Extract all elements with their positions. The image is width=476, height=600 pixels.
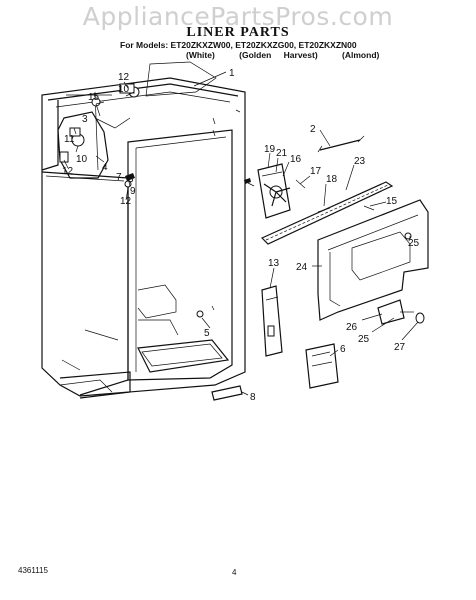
callout-3-left: 3: [82, 114, 88, 125]
color-white: (White): [186, 50, 215, 60]
liner-cabinet: [41, 77, 246, 399]
callout-19: 19: [264, 144, 276, 155]
color-almond: (Almond): [342, 50, 380, 60]
callout-21: 21: [276, 148, 288, 159]
callout-6: 6: [340, 344, 346, 355]
color-golden-harvest: (Golden Harvest): [239, 50, 318, 60]
callout-16: 16: [290, 154, 302, 165]
callout-10-top: 10: [118, 84, 130, 95]
callout-15-top: 15: [88, 92, 100, 103]
callout-18: 18: [326, 174, 338, 185]
callout-12-lower: 12: [120, 196, 132, 207]
callout-25-bottom: 25: [358, 334, 370, 345]
callout-4: 4: [102, 162, 108, 173]
callout-5: 5: [204, 328, 210, 339]
document-number: 4361115: [18, 566, 48, 575]
callout-labels: 1 2 3 3 4 5 6 7 8 9 10 10 11 12 12 12 13…: [62, 68, 420, 403]
callout-12-left: 12: [62, 166, 74, 177]
callout-27: 27: [394, 342, 406, 353]
callout-1: 1: [229, 68, 235, 79]
leader-lines: [63, 71, 419, 396]
callout-10-left: 10: [76, 154, 88, 165]
page-number: 4: [232, 568, 237, 577]
callout-3-lower: 3: [128, 174, 134, 185]
site-watermark: AppliancePartsPros.com: [82, 2, 394, 31]
callout-13: 13: [268, 258, 280, 269]
callout-12-top: 12: [118, 72, 130, 83]
callout-17: 17: [310, 166, 322, 177]
callout-9: 9: [130, 186, 136, 197]
right-parts: [196, 135, 429, 401]
control-cluster: [57, 61, 217, 188]
callout-2: 2: [310, 124, 316, 135]
callout-26: 26: [346, 322, 358, 333]
callout-25-right: 25: [408, 238, 420, 249]
callout-24: 24: [296, 262, 308, 273]
callout-7: 7: [116, 172, 122, 183]
color-legend: (White) (Golden Harvest) (Almond): [186, 50, 391, 60]
callout-15-right: 15: [386, 196, 398, 207]
diagram-title: LINER PARTS: [186, 25, 290, 40]
callout-8: 8: [250, 392, 256, 403]
callout-11: 11: [64, 134, 75, 145]
models-line: For Models: ET20ZKXZW00, ET20ZKXZG00, ET…: [120, 40, 357, 50]
callout-23: 23: [354, 156, 366, 167]
